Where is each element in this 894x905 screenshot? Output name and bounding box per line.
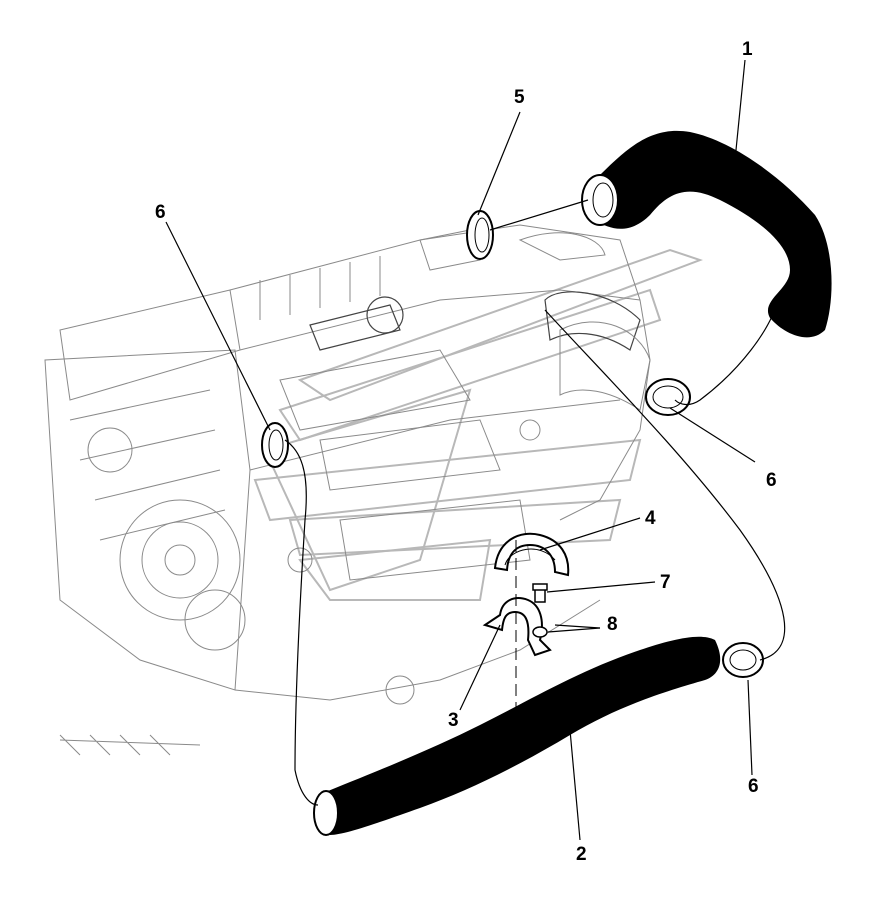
callout-7: 7 [660, 572, 671, 593]
callout-labels: 1 2 3 4 5 6 6 6 7 8 [155, 39, 777, 865]
upper-hose [581, 130, 832, 338]
assembly-lines [284, 199, 786, 806]
clamp-6-right-lower [722, 642, 764, 678]
callout-6-right-lower: 6 [748, 776, 759, 797]
callout-5: 5 [514, 87, 525, 108]
bolt-7 [532, 583, 548, 603]
callout-1: 1 [742, 39, 753, 60]
clamp-6-right-upper [645, 378, 691, 416]
clamp-6-left [261, 422, 289, 468]
callout-leaders [165, 59, 756, 841]
engine-block-drawing [44, 224, 651, 756]
callout-6-right-upper: 6 [766, 470, 777, 491]
watermark-logo [253, 248, 703, 601]
callout-6-left: 6 [155, 202, 166, 223]
lower-hose [313, 636, 721, 836]
callout-8: 8 [607, 614, 618, 635]
callout-3: 3 [448, 710, 459, 731]
bracket-upper-4 [493, 532, 570, 577]
nut-8 [532, 626, 548, 638]
callout-4: 4 [645, 508, 656, 529]
callout-2: 2 [576, 844, 587, 865]
clamp-5 [466, 210, 494, 260]
